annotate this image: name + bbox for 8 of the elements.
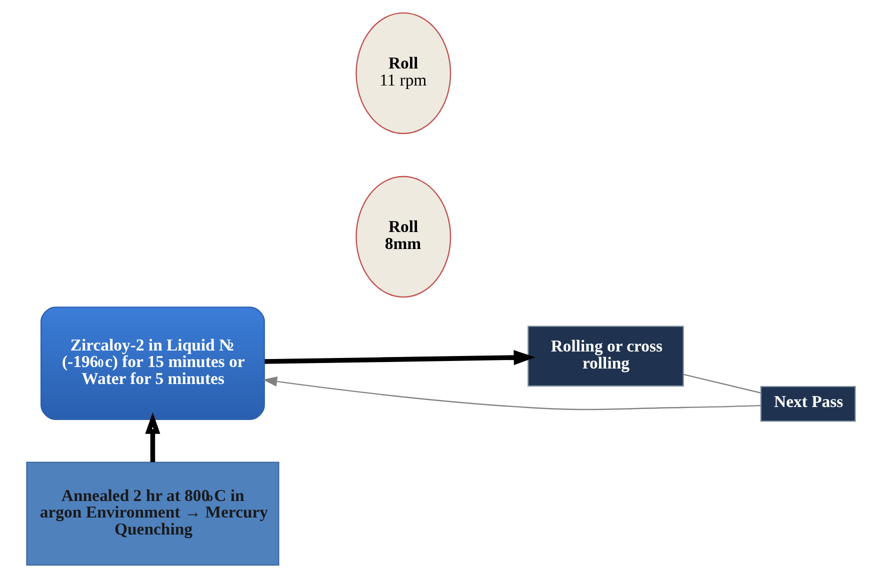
arrow	[145, 412, 160, 462]
arrow	[262, 376, 761, 410]
connector	[684, 374, 761, 394]
node-box: Next Pass	[760, 386, 856, 422]
arrow	[264, 350, 536, 366]
node-ellipse: Roll 11 rpm	[356, 12, 452, 134]
node-ellipse: Roll 8mm	[356, 176, 452, 298]
node-box: Rolling or cross rolling	[528, 326, 684, 387]
